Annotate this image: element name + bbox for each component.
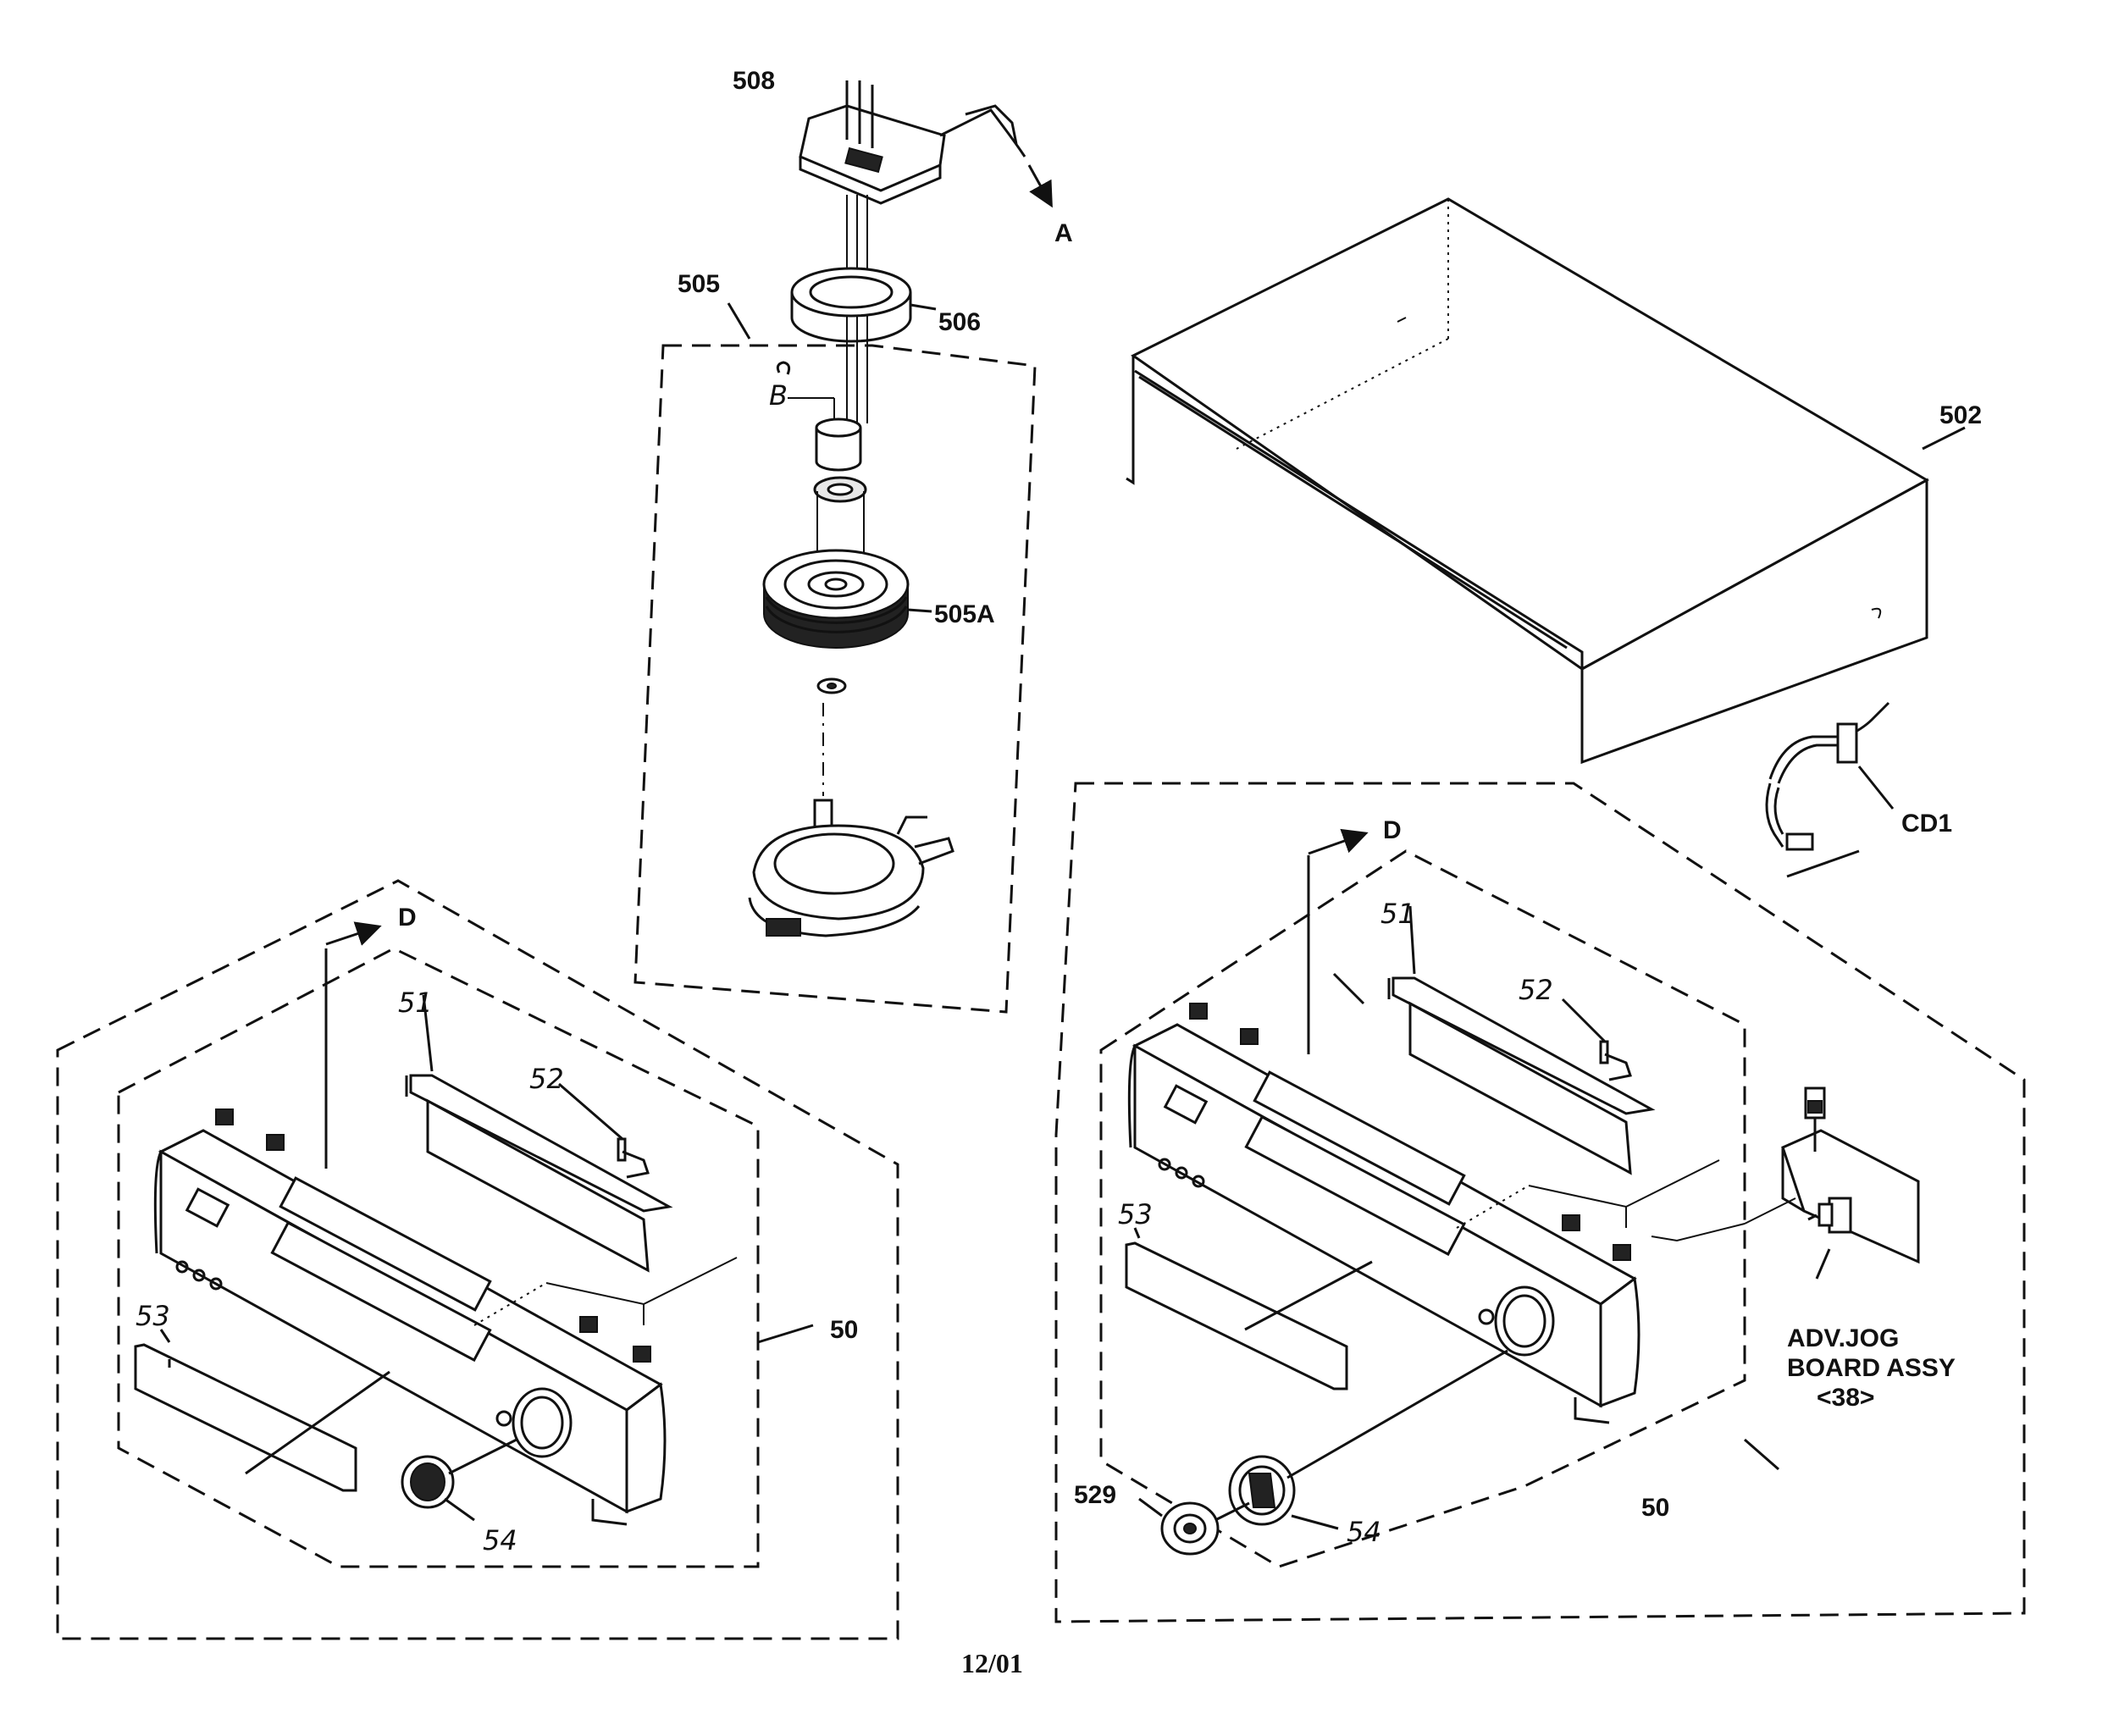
motor-base [748,799,954,937]
group-50-left-outer [56,879,899,1640]
label-502: 502 [1939,401,1982,429]
label-B: B [769,379,788,412]
label-50-left: 50 [830,1316,858,1344]
label-506: 506 [938,308,981,336]
group-505-outline [634,344,1037,1014]
label-adv-jog-line1: ADV.JOG [1787,1324,1899,1352]
label-52-left: 52 [529,1063,564,1095]
label-CD1: CD1 [1901,810,1952,838]
label-505A: 505A [934,600,995,628]
label-529: 529 [1074,1481,1116,1509]
group-50-left-inner [117,947,760,1568]
label-A: A [1054,219,1073,247]
label-52-right: 52 [1519,974,1553,1006]
front-panel-right [1054,782,2026,1623]
drum-assembly [634,80,1053,1014]
label-53-left: 53 [136,1300,170,1332]
label-508: 508 [733,67,775,95]
label-adv-jog-line3: <38> [1817,1384,1874,1412]
label-53-right: 53 [1118,1198,1153,1230]
group-50-right-outer [1054,782,2026,1623]
label-51-left: 51 [398,987,433,1019]
part-505A-pulley [762,549,932,649]
part-508-board [799,80,1053,208]
adv-jog-board [1651,1086,1920,1280]
label-51-right: 51 [1380,898,1415,930]
label-50-right: 50 [1641,1494,1669,1522]
page-number: 12/01 [961,1648,1023,1678]
collar-parts [813,417,867,576]
label-54-right: 54 [1347,1516,1381,1548]
label-adv-jog-line2: BOARD ASSY [1787,1354,1956,1382]
group-50-right-inner [1099,849,1746,1568]
part-506-ring [790,267,937,343]
part-502-cover [1126,197,1966,765]
label-D-left: D [398,904,417,932]
label-505: 505 [678,270,720,298]
front-panel-left [56,879,899,1640]
label-54-left: 54 [483,1524,517,1556]
callout-labels: 508 A 505 506 B 505A 502 CD1 D D 51 52 5… [136,67,1982,1556]
part-CD1-cable [1765,701,1895,878]
label-D-right: D [1383,816,1402,844]
